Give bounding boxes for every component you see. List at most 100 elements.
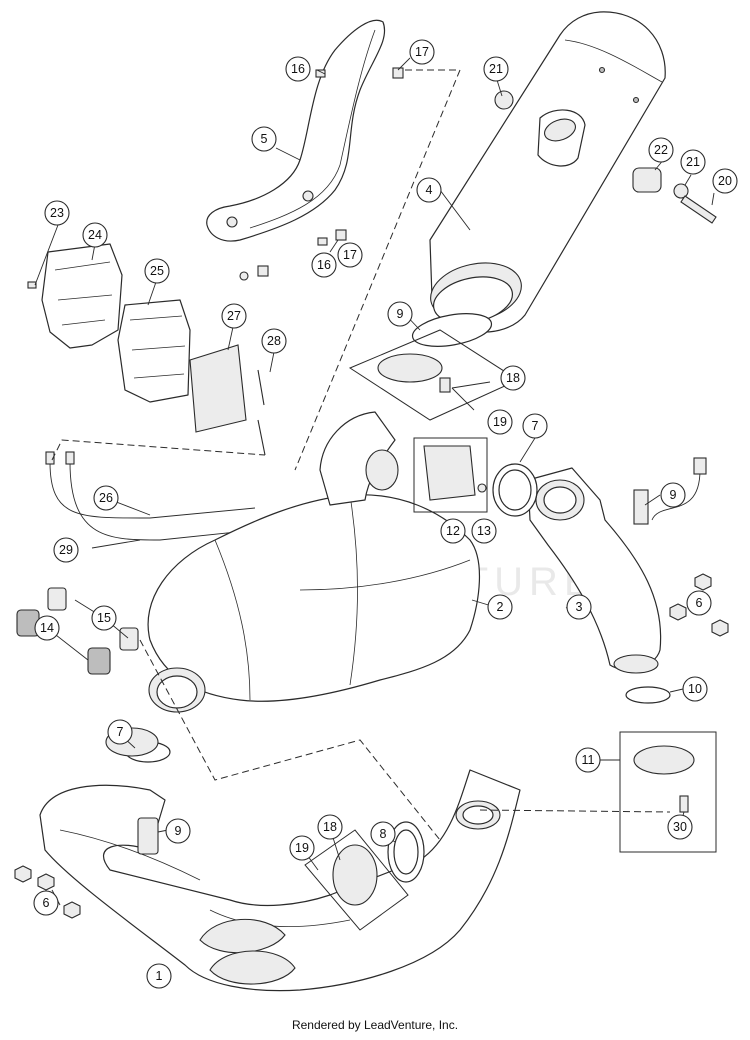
svg-text:18: 18 [323, 820, 337, 834]
callout-28: 28 [261, 328, 287, 354]
header-pipe-right [527, 467, 662, 674]
rubber-mounts [16, 587, 139, 675]
callout-25: 25 [144, 258, 170, 284]
svg-text:5: 5 [261, 132, 268, 146]
callout-17-top: 17 [409, 39, 435, 65]
callout-7-left: 7 [107, 719, 133, 745]
svg-text:30: 30 [673, 820, 687, 834]
svg-text:12: 12 [446, 524, 460, 538]
callout-30: 30 [667, 814, 693, 840]
footer-credit: Rendered by LeadVenture, Inc. [291, 1018, 459, 1032]
callout-9-left: 9 [165, 818, 191, 844]
svg-text:21: 21 [686, 155, 700, 169]
heat-shield [206, 19, 386, 242]
svg-text:11: 11 [582, 753, 595, 767]
svg-text:19: 19 [295, 841, 309, 855]
svg-text:23: 23 [50, 206, 64, 220]
svg-text:1: 1 [156, 969, 163, 983]
svg-text:4: 4 [426, 183, 433, 197]
svg-text:3: 3 [576, 600, 583, 614]
callouts: 16 17 21 5 22 21 20 4 23 24 16 17 25 9 2… [33, 39, 738, 989]
actuator-cables [45, 451, 276, 541]
svg-text:16: 16 [317, 258, 331, 272]
svg-text:17: 17 [343, 248, 357, 262]
callout-16-top: 16 [285, 56, 311, 82]
callout-29: 29 [53, 537, 79, 563]
callout-3: 3 [566, 594, 592, 620]
clamp-11-box [619, 731, 717, 853]
svg-text:9: 9 [670, 488, 677, 502]
svg-text:20: 20 [718, 174, 732, 188]
callout-19-left: 19 [289, 835, 315, 861]
svg-text:18: 18 [506, 371, 520, 385]
callout-12: 12 [440, 518, 466, 544]
oxygen-sensor-right [633, 457, 707, 525]
fasteners-top [239, 67, 717, 281]
callout-18-top: 18 [500, 365, 526, 391]
svg-text:10: 10 [688, 682, 702, 696]
callout-10: 10 [682, 676, 708, 702]
callout-11: 11 [575, 747, 601, 773]
callout-6-left: 6 [33, 890, 59, 916]
exhaust-valve-actuator [27, 243, 266, 456]
callout-8-left: 8 [370, 821, 396, 847]
nuts-right [669, 573, 729, 637]
callout-16-mid: 16 [311, 252, 337, 278]
callout-19-top: 19 [487, 409, 513, 435]
svg-text:28: 28 [267, 334, 281, 348]
callout-21-right: 21 [680, 149, 706, 175]
svg-text:7: 7 [532, 419, 539, 433]
svg-text:9: 9 [397, 307, 404, 321]
bracket-group [413, 437, 488, 513]
svg-text:13: 13 [477, 524, 491, 538]
svg-text:2: 2 [497, 600, 504, 614]
callout-18-left: 18 [317, 814, 343, 840]
callout-2: 2 [487, 594, 513, 620]
front-header-pipes [39, 769, 521, 992]
svg-text:14: 14 [40, 621, 54, 635]
callout-7-right: 7 [522, 413, 548, 439]
clamp-lower-box [304, 829, 409, 931]
callout-15: 15 [91, 605, 117, 631]
callout-27: 27 [221, 303, 247, 329]
callout-21-top: 21 [483, 56, 509, 82]
gasket-10 [625, 686, 671, 704]
callout-22: 22 [648, 137, 674, 163]
svg-text:9: 9 [175, 824, 182, 838]
svg-text:26: 26 [99, 491, 113, 505]
svg-text:7: 7 [117, 725, 124, 739]
svg-text:6: 6 [696, 596, 703, 610]
callout-24: 24 [82, 222, 108, 248]
svg-text:19: 19 [493, 415, 507, 429]
svg-text:27: 27 [227, 309, 241, 323]
silencer [429, 11, 666, 333]
assembly-lines [51, 69, 671, 841]
callout-13: 13 [471, 518, 497, 544]
svg-text:15: 15 [97, 611, 111, 625]
svg-text:16: 16 [291, 62, 305, 76]
svg-text:8: 8 [380, 827, 387, 841]
callout-20: 20 [712, 168, 738, 194]
callout-8-top: 9 [387, 301, 413, 327]
callout-4: 4 [416, 177, 442, 203]
muffler-body [147, 494, 480, 713]
callout-9-right: 9 [660, 482, 686, 508]
mid-pipe [319, 411, 399, 506]
svg-text:21: 21 [489, 62, 503, 76]
callout-14: 14 [34, 615, 60, 641]
svg-text:17: 17 [415, 45, 429, 59]
callout-17-mid: 17 [337, 242, 363, 268]
oxygen-sensor-left [137, 817, 159, 855]
callout-5: 5 [251, 126, 277, 152]
callout-26: 26 [93, 485, 119, 511]
svg-text:22: 22 [654, 143, 668, 157]
svg-text:25: 25 [150, 264, 164, 278]
callout-1: 1 [146, 963, 172, 989]
svg-text:29: 29 [59, 543, 73, 557]
callout-23: 23 [44, 200, 70, 226]
callout-6-right: 6 [686, 590, 712, 616]
svg-text:24: 24 [88, 228, 102, 242]
svg-text:6: 6 [43, 896, 50, 910]
nuts-left [14, 865, 81, 919]
